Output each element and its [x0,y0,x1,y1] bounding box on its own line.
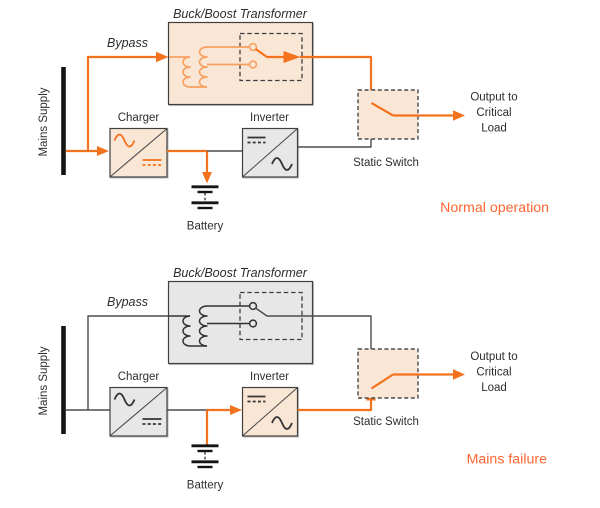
coil-primary-icon [182,315,191,347]
ac-sine-icon [113,133,136,148]
switch-contact-upper-icon [248,42,258,52]
battery-icon [191,444,219,469]
bypass-label: Bypass [107,295,148,309]
static-switch-blade-line [370,102,394,117]
transformer-title: Buck/Boost Transformer [173,266,308,280]
battery-label: Battery [187,480,224,492]
inverter-output-line [297,400,373,412]
mains-supply-label: Mains Supply [38,346,50,415]
blade-flow-arrow-icon [283,51,301,63]
mode-caption: Mains failure [467,452,548,468]
output-flow-arrow-icon [453,369,465,380]
output-label-line2: Critical [476,367,511,379]
coil-secondary-icon [198,305,208,347]
switch-blade-line [254,48,285,59]
charger-label: Charger [118,112,160,124]
inverter-label: Inverter [250,112,289,124]
output-label-line3: Load [481,123,507,135]
inverter-flow-arrow-icon [230,405,242,415]
battery-label: Battery [187,221,224,233]
static-switch-label: Static Switch [353,416,419,428]
coil-secondary-icon [198,46,208,88]
output-label-line3: Load [481,382,507,394]
switch-blade-line [255,307,313,317]
charger-label: Charger [118,371,160,383]
static-switch-label: Static Switch [353,157,419,169]
transformer-switch-dashed-box [239,32,303,82]
battery-flow-arrow-icon [202,172,212,184]
inverter-diagonal-line [242,128,298,177]
output-label-line1: Output to [470,351,517,363]
ac-sine-icon [113,392,136,407]
ac-sine-icon [271,416,293,430]
switch-contact-lower-icon [248,60,258,69]
diagram-mains-failure: Mains Supply Bypass Buck/Boost Transform… [38,266,547,492]
bypass-line [87,315,169,410]
transformer-box [167,21,314,106]
bypass-line [86,55,157,151]
bypass-label: Bypass [107,36,148,50]
transformer-output-line [312,315,372,363]
transformer-switch-dashed-box [239,291,303,341]
output-flow-arrow-icon [453,110,465,121]
static-switch-blade-line [370,373,394,390]
charger-flow-arrow-icon [97,146,109,156]
mains-supply-label: Mains Supply [38,87,50,156]
output-label-line1: Output to [470,92,517,104]
transformer-output-line [300,55,373,92]
static-switch-box [357,348,419,399]
coil-primary-icon [182,56,191,88]
transformer-title: Buck/Boost Transformer [173,7,308,21]
inverter-label: Inverter [250,371,289,383]
output-label-line2: Critical [476,107,511,119]
ac-sine-icon [271,157,293,171]
charger-diagonal-line [110,387,167,436]
bypass-flow-arrow-icon [156,51,169,63]
transformer-box [167,280,314,365]
switch-contact-lower-icon [248,319,258,328]
charger-diagonal-line [110,128,167,177]
diagram-normal-operation: Mains Supply Bypass Buck/Boost Transform… [38,7,549,233]
inverter-diagonal-line [242,387,298,436]
mode-caption: Normal operation [440,200,549,216]
battery-icon [191,185,219,210]
switch-contact-upper-icon [248,301,258,311]
